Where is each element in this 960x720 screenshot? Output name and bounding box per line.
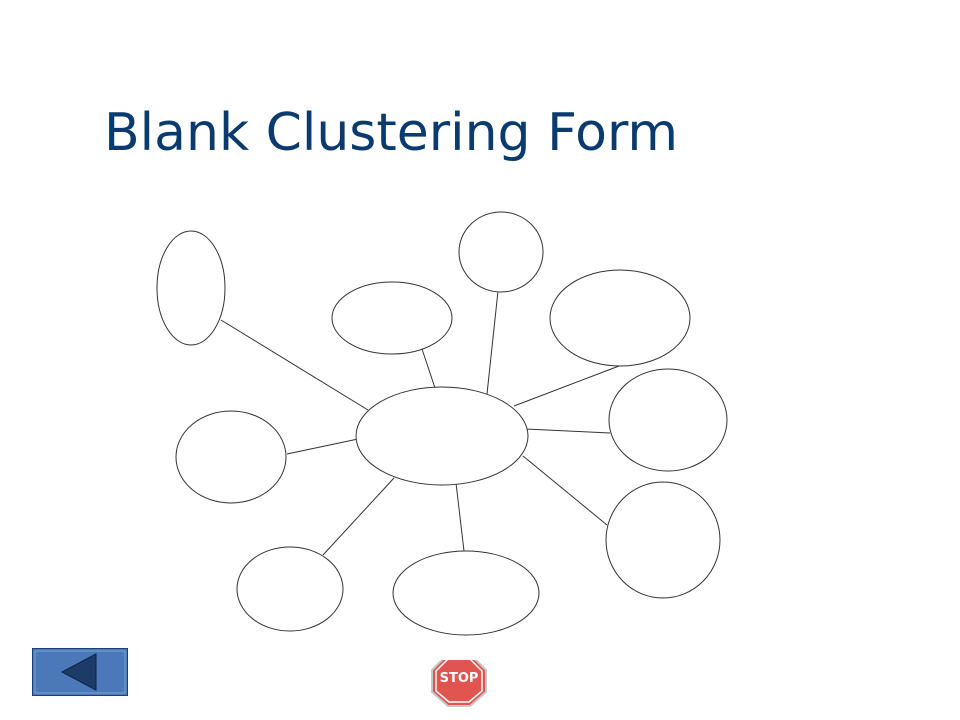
connector-line-3	[486, 290, 499, 395]
connector-line-9	[286, 438, 359, 455]
connector-line-8	[322, 477, 395, 556]
outer-node-5[interactable]	[608, 368, 728, 472]
connector-line-7	[455, 482, 465, 552]
center-node[interactable]	[355, 386, 529, 486]
previous-slide-button[interactable]	[32, 648, 128, 696]
outer-node-2[interactable]	[331, 281, 453, 355]
connector-line-1	[220, 319, 369, 411]
connector-lines	[220, 290, 620, 556]
connector-line-2	[421, 348, 436, 389]
outer-node-4[interactable]	[549, 269, 691, 367]
connector-line-4	[513, 365, 620, 407]
back-arrow-icon	[60, 653, 97, 691]
stop-button[interactable]: STOP	[430, 660, 488, 708]
stop-sign-icon	[431, 660, 487, 707]
nodes	[156, 211, 728, 636]
outer-node-9[interactable]	[392, 550, 540, 636]
outer-node-1[interactable]	[156, 230, 226, 346]
slide-title: Blank Clustering Form	[104, 103, 679, 163]
outer-node-7[interactable]	[605, 481, 721, 599]
outer-node-6[interactable]	[175, 410, 287, 504]
outer-node-3[interactable]	[458, 211, 544, 293]
connector-line-5	[525, 428, 611, 434]
outer-node-8[interactable]	[236, 546, 344, 632]
connector-line-6	[522, 455, 608, 526]
stop-label: STOP	[440, 671, 479, 686]
